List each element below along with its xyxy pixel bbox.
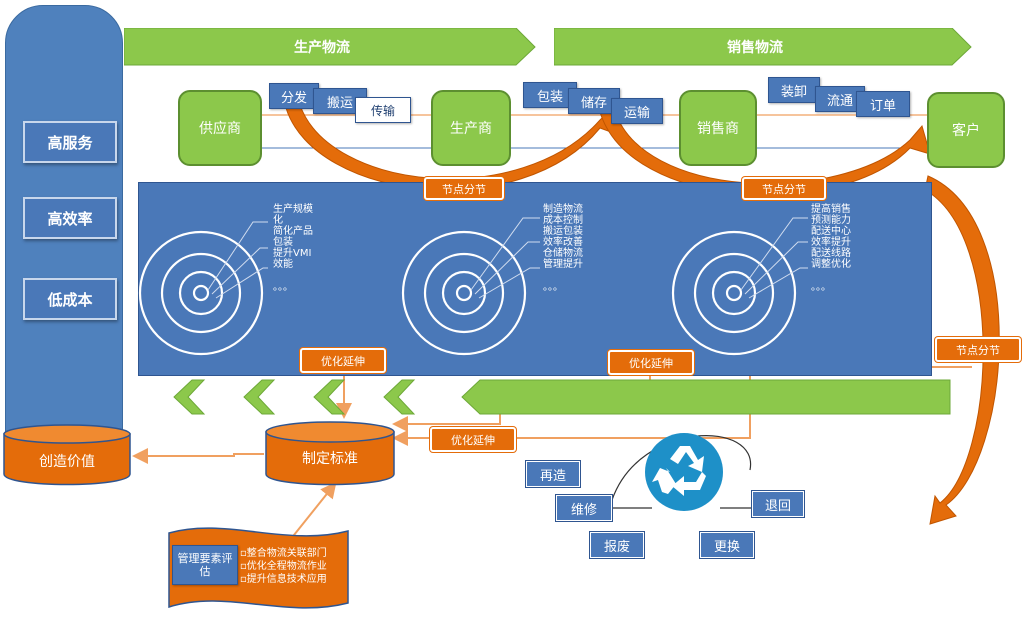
panel-list-production-item: 成本控制 [543,215,583,226]
chevron-left-icon [383,379,416,415]
panel-list-sales-item: 预测能力 [811,215,851,226]
target-rings [138,217,808,356]
panel-list-supply: 生产规模 化 简化产品 包装 提升VMI 效能 。。。 [273,204,343,293]
mgmt-item: 整合物流关联部门 [246,548,327,559]
tag-repair: 维修 [555,494,613,522]
curved-arrow-2 [599,107,931,196]
panel-list-production-item: 效率改善 [543,237,583,248]
value-cylinder [3,424,131,486]
mgmt-list: ▫整合物流关联部门 ▫优化全程物流作业 ▫提升信息技术应用 [240,548,327,585]
panel-list-sales-item: 提高销售 [811,204,851,215]
tag-transfer: 传输 [355,97,411,123]
panel-list-production-item: 搬运包装 [543,226,583,237]
panel-list-production-item: 仓储物流 [543,248,583,259]
production-band-label: 生产物流 [294,40,350,56]
tag-replace: 更换 [699,531,755,559]
chevron-left-icon [173,379,206,415]
side-label-high-service: 高服务 [23,121,117,163]
panel-list-sales-item: 调整优化 [811,259,851,270]
extend-tag-2: 优化延伸 [608,350,694,375]
sales-band-label: 销售物流 [727,40,783,56]
panel-list-supply-item: 化 [273,215,283,226]
standard-cylinder-label: 制定标准 [302,451,358,467]
panel-list-supply-item: 。。。 [273,282,293,293]
panel-list-production-item: 。。。 [543,282,563,293]
panel-list-production-item: 制造物流 [543,204,583,215]
panel-list-supply-item: 简化产品 [273,226,313,237]
mgmt-title: 管理要素评估 [172,545,238,585]
tag-loading: 装卸 [768,77,820,103]
split-tag-2: 节点分节 [742,177,826,200]
return-band [173,379,951,415]
split-tag-3: 节点分节 [935,337,1021,362]
tag-remake: 再造 [525,460,581,488]
node-manufacturer: 生产商 [431,90,511,166]
panel-list-supply-item: 效能 [273,259,293,270]
panel-list-production: 制造物流 成本控制 搬运包装 效率改善 仓储物流 管理提升 。。。 [543,204,613,293]
panel-list-supply-item: 生产规模 [273,204,313,215]
tag-order: 订单 [856,91,910,117]
split-tag-1: 节点分节 [424,177,504,200]
tag-distribute: 分发 [269,83,319,109]
panel-list-sales: 提高销售 预测能力 配送中心 效率提升 配送线路 调整优化 。。。 [811,204,881,293]
mgmt-item: 优化全程物流作业 [246,561,327,572]
extend-tag-1: 优化延伸 [300,348,386,373]
panel-list-production-item: 管理提升 [543,259,583,270]
panel-list-sales-item: 配送线路 [811,248,851,259]
sales-band [554,28,972,66]
standard-cylinder [265,421,395,486]
production-band [124,28,536,66]
node-customer: 客户 [927,92,1005,168]
chevron-left-icon [313,379,346,415]
descending-arrow [924,175,1000,525]
panel-list-sales-item: 。。。 [811,282,831,293]
side-label-low-cost: 低成本 [23,278,117,320]
chevron-left-icon [243,379,276,415]
mgmt-item: 提升信息技术应用 [246,574,327,585]
node-panel [138,182,932,376]
side-label-high-efficiency: 高效率 [23,197,117,239]
node-distributor: 销售商 [679,90,757,166]
panel-list-supply-item: 提升VMI [273,248,312,259]
tag-transport: 运输 [611,98,663,124]
node-supplier: 供应商 [178,90,262,166]
tag-scrap: 报废 [589,531,645,559]
panel-list-supply-item: 包装 [273,237,293,248]
panel-list-sales-item: 配送中心 [811,226,851,237]
value-cylinder-label: 创造价值 [39,454,95,470]
extend-tag-3: 优化延伸 [430,427,516,452]
recycle-icon [645,433,723,511]
panel-list-sales-item: 效率提升 [811,237,851,248]
tag-return: 退回 [751,490,805,518]
